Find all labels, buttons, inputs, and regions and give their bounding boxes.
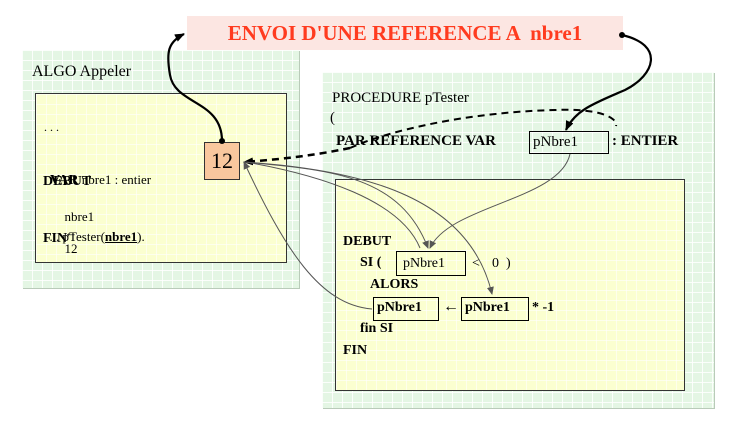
procedure-open-paren: ( <box>330 110 335 126</box>
si-operator: < <box>472 256 480 271</box>
diagram-title: ENVOI D'UNE REFERENCE A nbre1 <box>187 16 623 50</box>
assign-value: 12 <box>64 241 78 256</box>
param-suffix: : ENTIER <box>612 133 679 149</box>
assign-left: pNbre1 <box>377 300 422 315</box>
proc-fin: FIN <box>343 343 368 358</box>
param-name: pNbre1 <box>533 134 578 150</box>
fin-si-keyword: fin SI <box>360 321 394 336</box>
proc-debut: DEBUT <box>343 234 392 249</box>
caller-call-line: . . pTester(nbre1). <box>43 213 145 245</box>
assign-right-box <box>461 297 529 321</box>
assign-left-box <box>373 297 439 321</box>
assign-right: pNbre1 <box>465 300 510 315</box>
var-declaration: nbre1 : entier <box>78 172 152 187</box>
param-prefix: PAR REFERENCE VAR <box>336 133 497 149</box>
caller-var-line: VAR nbre1 : entier <box>43 156 151 189</box>
si-rest: 0 ) <box>492 256 511 271</box>
assign-arrow-proc: ← <box>443 298 459 315</box>
si-keyword: SI ( <box>360 255 382 270</box>
call-suffix: ). <box>137 229 145 244</box>
memory-cell-nbre1: 12 <box>204 142 240 180</box>
caller-fin: FIN <box>43 231 68 246</box>
caller-debut: DEBUT <box>43 174 92 189</box>
caller-assign-line: nbre1 ← 12 <box>58 193 95 257</box>
var-keyword: VAR <box>50 173 79 188</box>
assign-arrow: ← <box>64 225 78 240</box>
caller-panel-title: ALGO Appeler <box>32 63 132 80</box>
call-argument: nbre1 <box>104 229 138 244</box>
assign-variable: nbre1 <box>64 209 95 224</box>
assign-tail: * -1 <box>532 300 555 315</box>
si-param: pNbre1 <box>403 256 445 271</box>
call-prefix: . . pTester( <box>49 229 105 244</box>
alors-keyword: ALORS <box>370 277 419 292</box>
procedure-panel-title: PROCEDURE pTester <box>332 90 469 106</box>
caller-dots: . . . <box>44 120 59 134</box>
